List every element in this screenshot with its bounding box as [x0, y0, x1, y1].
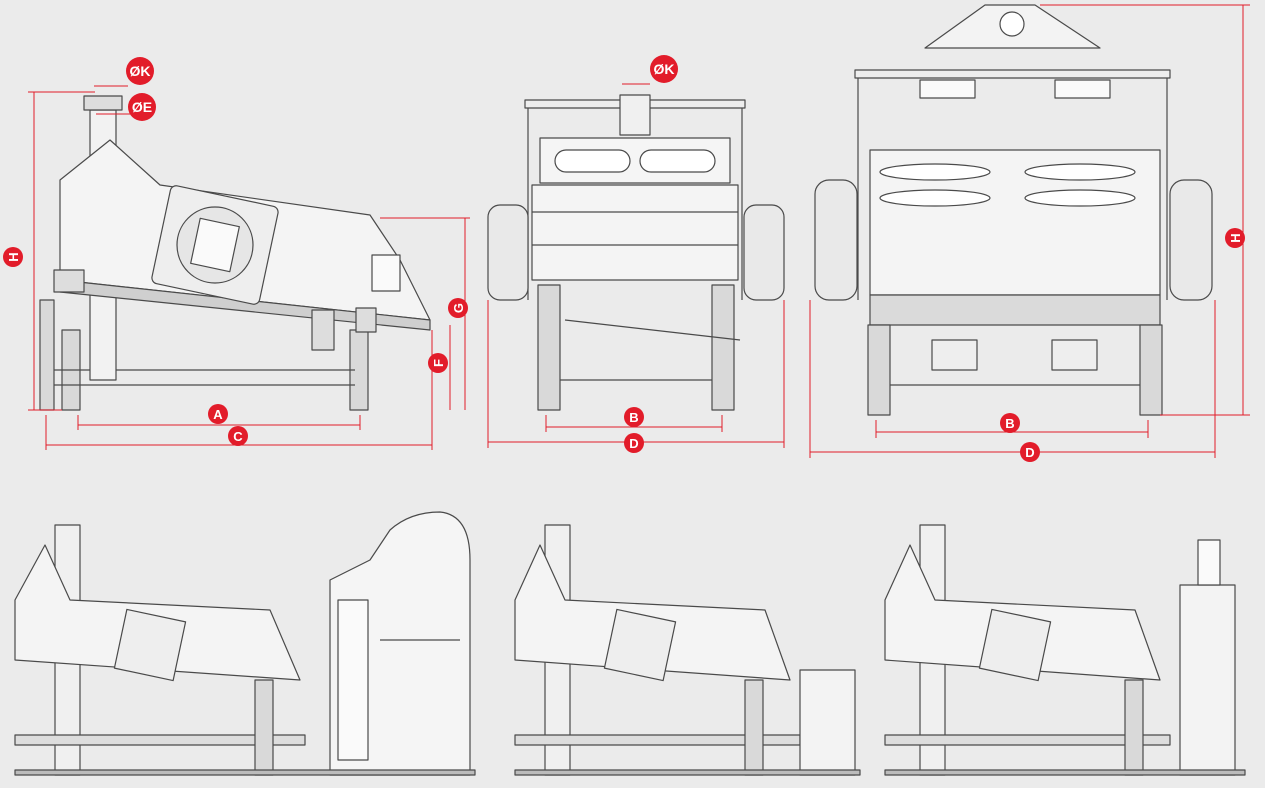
dimension-label-d-front: D	[624, 433, 644, 453]
dimension-label-b-rear: B	[1000, 413, 1020, 433]
rear-view	[814, 4, 1213, 416]
configuration-2	[514, 524, 861, 776]
dimension-label-k: ØK	[126, 57, 154, 85]
dimension-label-g: G	[448, 298, 468, 318]
dimension-label-e: ØE	[128, 93, 156, 121]
dimension-label-c: C	[228, 426, 248, 446]
dimension-label-h: H	[3, 247, 23, 267]
dimension-label-k-front: ØK	[650, 55, 678, 83]
configuration-3	[884, 524, 1246, 776]
front-view	[487, 94, 785, 411]
rear-view-dimensions	[809, 4, 1250, 458]
dimension-label-a: A	[208, 404, 228, 424]
dimension-label-f: F	[428, 353, 448, 373]
dimension-label-h-rear: H	[1225, 228, 1245, 248]
side-view	[39, 95, 431, 411]
configuration-1	[14, 511, 476, 776]
dimension-label-d-rear: D	[1020, 442, 1040, 462]
dimension-label-b-front: B	[624, 407, 644, 427]
